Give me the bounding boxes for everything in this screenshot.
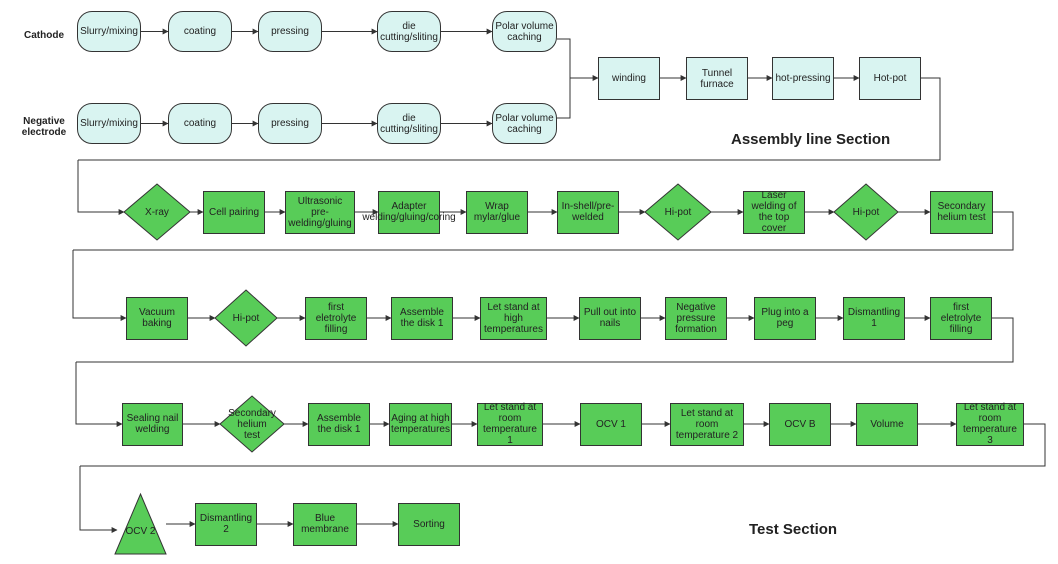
negative-step-coating: coating xyxy=(168,103,232,144)
row3-x-ray: X-ray xyxy=(145,206,169,218)
row5-let-stand-at-room-temperature-1: Let stand at room temperature 1 xyxy=(477,402,543,446)
negative-step-slurry-mixing: Slurry/mixing xyxy=(77,103,141,144)
negative-step-pressing: pressing xyxy=(258,103,322,144)
row4-plug-into-a-peg: Plug into a peg xyxy=(754,296,816,340)
row4-first-eletrolyte-filling: first eletrolyte filling xyxy=(305,296,367,340)
row3-hi-pot: Hi-pot xyxy=(664,206,692,218)
row4-pull-out-into-nails: Pull out into nails xyxy=(579,296,641,340)
row4-dismantling-1: Dismantling 1 xyxy=(843,296,905,340)
row6-dismantling-2: Dismantling 2 xyxy=(195,502,257,546)
to-row6-arrow xyxy=(79,466,118,533)
row5-volume: Volume xyxy=(856,402,918,446)
row3-laser-welding-of-the-top-cover: Laser welding of the top cover xyxy=(743,190,805,234)
row3-cell-pairing: Cell pairing xyxy=(203,190,265,234)
row4-hi-pot: Hi-pot xyxy=(232,312,260,324)
cathode-step-pressing: pressing xyxy=(258,11,322,52)
assembly-step-hot-pot: Hot-pot xyxy=(859,57,921,100)
row5-secondary-helium-test: Secondary helium test xyxy=(228,407,276,441)
row3-hi-pot-shape xyxy=(833,183,899,241)
row5-sealing-nail-welding: Sealing nail welding xyxy=(122,402,183,446)
assembly-step-hot-pressing: hot-pressing xyxy=(772,57,834,100)
row4-let-stand-at-high-temperatures: Let stand at high temperatures xyxy=(480,296,547,340)
assembly-return-line xyxy=(78,77,941,161)
row5-assemble-the-disk-1: Assemble the disk 1 xyxy=(308,402,370,446)
cathode-label: Cathode xyxy=(24,30,64,41)
row3-in-shell-pre-welded: In-shell/pre-welded xyxy=(557,190,619,234)
row4-vacuum-baking: Vacuum baking xyxy=(126,296,188,340)
row3-hi-pot-shape xyxy=(644,183,712,241)
row5-ocv-b: OCV B xyxy=(769,402,831,446)
row4-assemble-the-disk-1: Assemble the disk 1 xyxy=(391,296,453,340)
row6-sorting: Sorting xyxy=(398,502,460,546)
test-section-title: Test Section xyxy=(749,521,838,538)
cathode-step-die-cutting-sliting: die cutting/sliting xyxy=(377,11,441,52)
merge-connector xyxy=(557,38,571,119)
row6-ocv-2: OCV 2 xyxy=(125,525,156,537)
row5-return-line xyxy=(80,423,1046,467)
row3-hi-pot: Hi-pot xyxy=(852,206,880,218)
row6-ocv-2-shape xyxy=(114,492,167,555)
row4-return-line xyxy=(76,317,1014,363)
row5-let-stand-at-room-temperature-3: Let stand at room temperature 3 xyxy=(956,402,1024,446)
cathode-step-coating: coating xyxy=(168,11,232,52)
row4-negative-pressure-formation: Negative pressure formation xyxy=(665,296,727,340)
negative-step-polar-volume-caching: Polar volume caching xyxy=(492,103,557,144)
row5-aging-at-high-temperatures: Aging at high temperatures xyxy=(389,402,452,446)
row6-blue-membrane: Blue membrane xyxy=(293,502,357,546)
to-row5-arrow xyxy=(75,362,123,427)
row3-wrap-mylar-glue: Wrap mylar/glue xyxy=(466,190,528,234)
assembly-step-tunnel-furnace: Tunnel furnace xyxy=(686,57,748,100)
row5-ocv-1: OCV 1 xyxy=(580,402,642,446)
assembly-step-winding: winding xyxy=(598,57,660,100)
row5-let-stand-at-room-temperature-2: Let stand at room temperature 2 xyxy=(670,402,744,446)
cathode-step-slurry-mixing: Slurry/mixing xyxy=(77,11,141,52)
row3-secondary-helium-test: Secondary helium test xyxy=(930,190,993,234)
row4-hi-pot-shape xyxy=(214,289,278,347)
cathode-step-polar-volume-caching: Polar volume caching xyxy=(492,11,557,52)
row4-first-eletrolyte-filling: first eletrolyte filling xyxy=(930,296,992,340)
row3-ultrasonic-pre-welding-gluing: Ultrasonic pre-welding/gluing xyxy=(285,190,355,234)
negative-electrode-label: Negative electrode xyxy=(21,116,67,138)
assembly-section-title: Assembly line Section xyxy=(731,131,891,148)
row3-adapter-welding-gluing-coring: Adapter welding/gluing/coring xyxy=(362,190,456,234)
to-row4-arrow xyxy=(72,250,127,321)
negative-step-die-cutting-sliting: die cutting/sliting xyxy=(377,103,441,144)
row5-secondary-helium-test-shape xyxy=(219,395,285,453)
row3-x-ray-shape xyxy=(123,183,191,241)
row3-return-line xyxy=(73,211,1014,251)
to-row3-arrow xyxy=(77,160,125,215)
